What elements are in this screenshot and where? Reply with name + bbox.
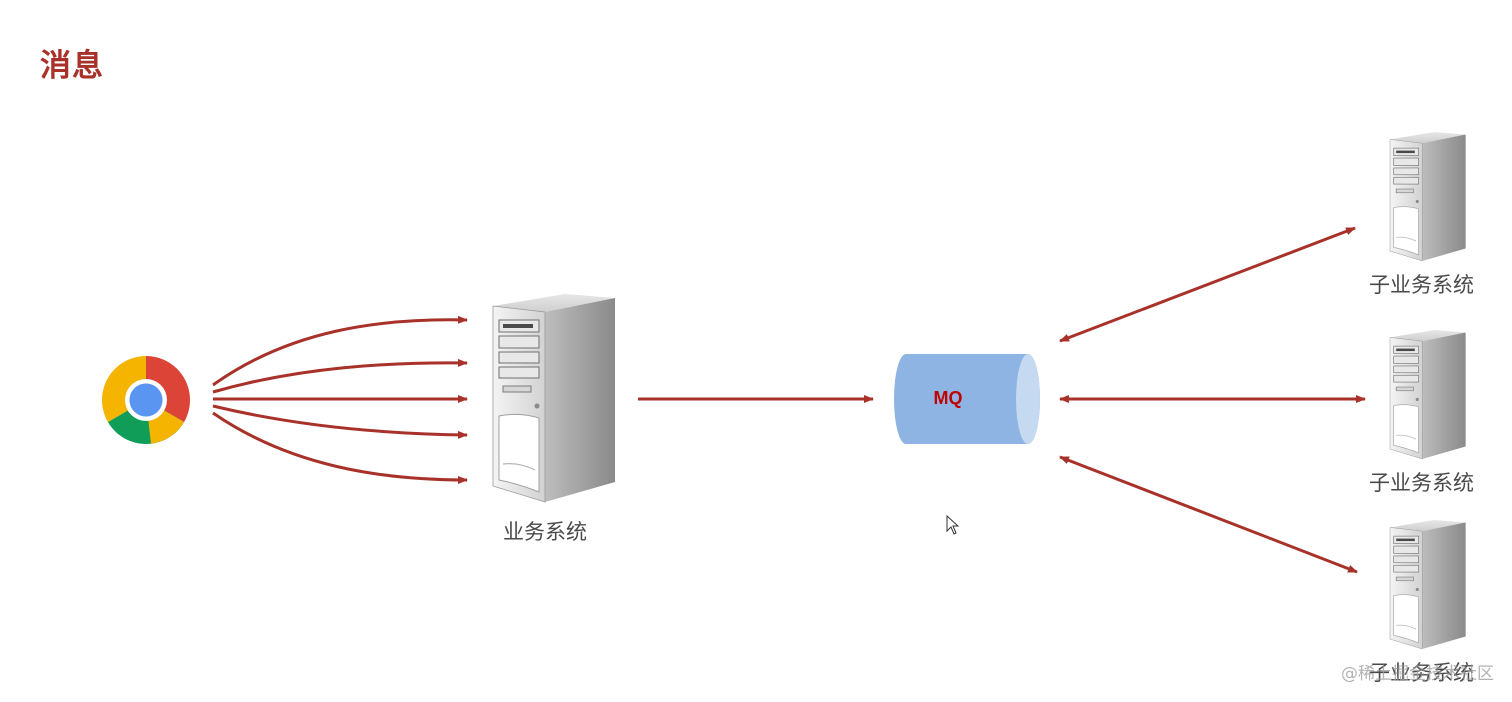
sub-system-label-1: 子业务系统 bbox=[1369, 273, 1474, 297]
request-arrow-1 bbox=[212, 315, 468, 387]
business-system-label: 业务系统 bbox=[503, 520, 587, 544]
subscribe-arrow-3 bbox=[1059, 455, 1358, 574]
sub-server-icon-3 bbox=[1389, 519, 1467, 650]
page-title: 消息 bbox=[40, 48, 104, 84]
watermark: @稀土掘金技术社区 bbox=[1341, 664, 1494, 684]
sub-server-icon-1 bbox=[1389, 131, 1467, 262]
business-server-icon bbox=[492, 293, 616, 503]
sub-system-label-3: 子业务系统 bbox=[1369, 661, 1474, 685]
sub-server-icon-2 bbox=[1389, 329, 1467, 460]
mq-label: MQ bbox=[933, 388, 963, 408]
chrome-browser-icon bbox=[102, 356, 190, 444]
request-arrows bbox=[212, 315, 468, 484]
sub-system-label-2: 子业务系统 bbox=[1369, 471, 1474, 495]
request-arrow-5 bbox=[212, 411, 468, 484]
request-arrow-2 bbox=[212, 358, 468, 394]
request-arrow-4 bbox=[212, 404, 468, 439]
subscribe-arrows bbox=[1059, 226, 1366, 574]
subscribe-arrow-1 bbox=[1059, 226, 1356, 343]
mq-cylinder bbox=[894, 354, 1040, 444]
cursor-icon bbox=[946, 514, 960, 535]
